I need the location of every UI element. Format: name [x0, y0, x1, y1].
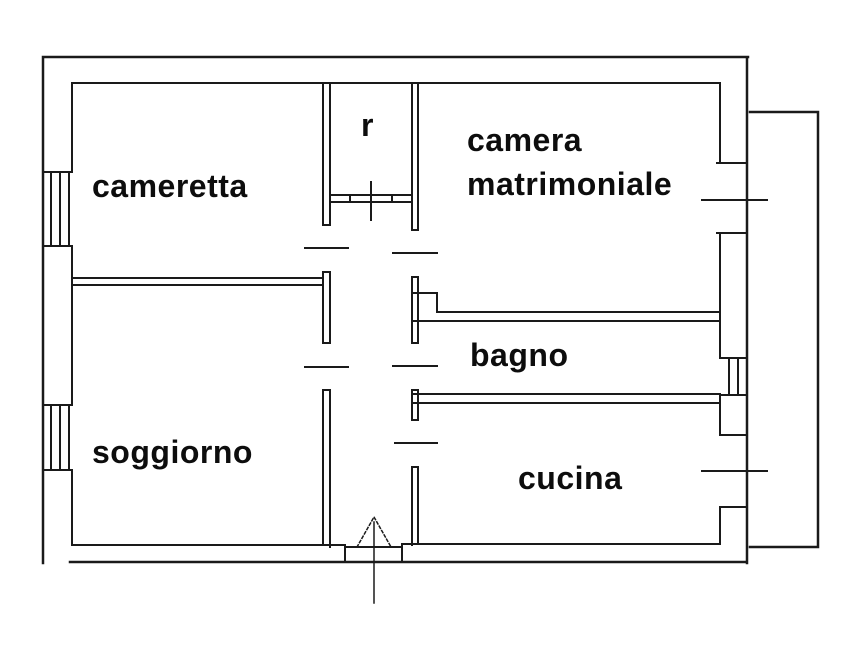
room-label-cucina: cucina — [518, 460, 623, 496]
outer-walls — [41, 55, 750, 565]
door-symbol-cucina-balcony — [701, 434, 768, 508]
room-label-cameretta: cameretta — [92, 168, 248, 204]
room-label-soggiorno: soggiorno — [92, 434, 253, 470]
window-symbol-bagno — [719, 357, 748, 396]
window-symbol-soggiorno — [42, 404, 73, 471]
door-symbol-camera-balcony — [701, 162, 768, 234]
inner-perimeter-walls — [71, 82, 721, 546]
wall-corridor-right — [411, 82, 419, 546]
room-label-ripostiglio: r — [361, 107, 374, 143]
wall-cameretta-soggiorno — [71, 277, 324, 286]
wall-camera-bottom — [411, 292, 721, 322]
wall-corridor-left — [322, 82, 331, 548]
window-symbol-cameretta — [42, 171, 73, 247]
balcony-outline — [748, 110, 820, 549]
room-label-camera-matrimoniale: camera matrimoniale — [467, 122, 673, 202]
room-label-bagno: bagno — [470, 337, 569, 373]
wall-bagno-cucina — [411, 393, 721, 404]
entrance-arrow-icon — [355, 515, 393, 604]
